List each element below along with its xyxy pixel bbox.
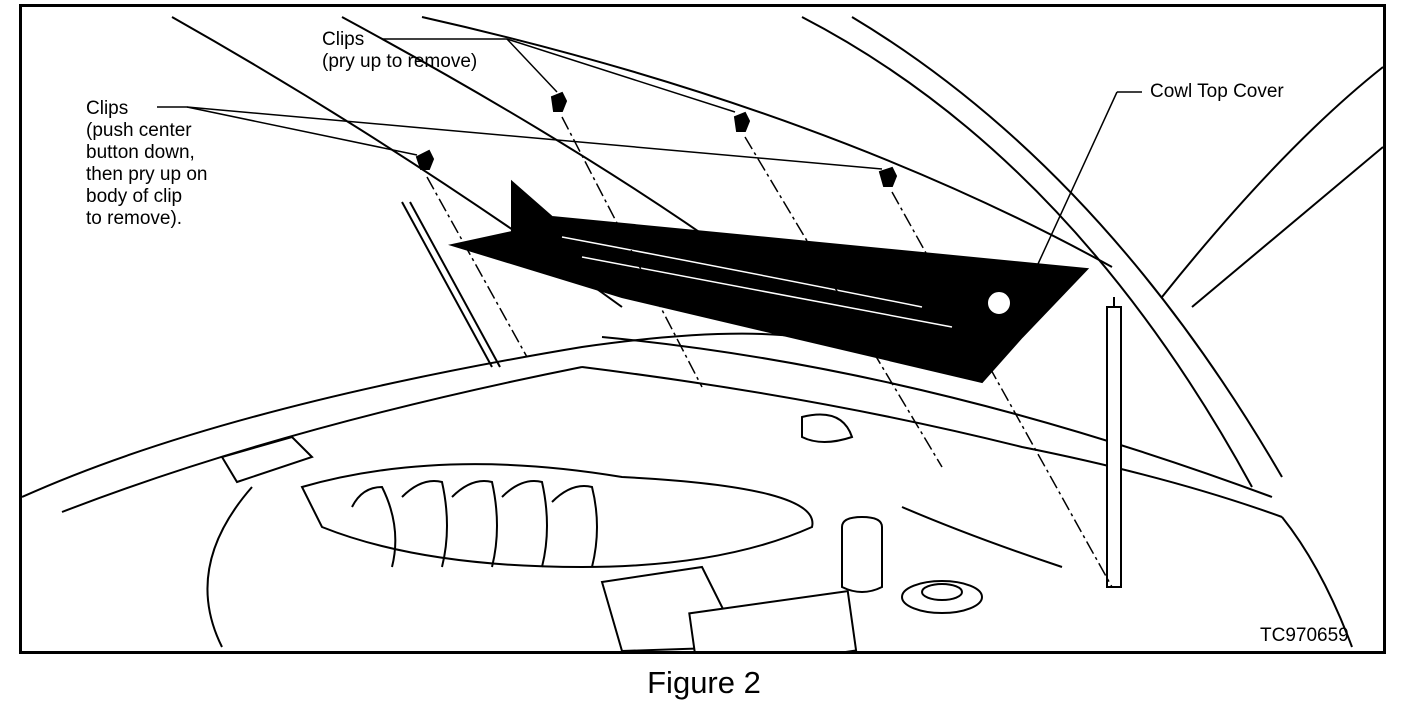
figure-frame: Clips (pry up to remove) Clips (push cen…: [19, 4, 1386, 654]
engine-bay-illustration: [22, 16, 1383, 651]
cowl-top-cover: [448, 179, 1090, 384]
engine-components: [206, 413, 1063, 651]
figure-code: TC970659: [1260, 625, 1349, 646]
clip-guide-lines: [426, 116, 1113, 588]
battery: [688, 589, 858, 651]
clips-left-label: Clips (push center button down, then pry…: [86, 98, 208, 229]
clip-icon: [415, 149, 435, 170]
cowl-top-cover-label: Cowl Top Cover: [1150, 81, 1284, 102]
gas-strut: [1106, 297, 1122, 588]
clip-icon: [550, 91, 568, 112]
clip-icon: [733, 111, 751, 132]
intake-manifold: [300, 463, 814, 569]
hood-prop-rod: [401, 201, 501, 368]
leader-lines: [157, 38, 1142, 278]
strut-tower: [901, 580, 983, 614]
clip-icons: [415, 91, 898, 187]
clip-icon: [878, 166, 898, 187]
fluid-reservoir: [841, 515, 883, 593]
clips-top-label: Clips (pry up to remove): [322, 29, 478, 72]
figure-caption: Figure 2: [647, 665, 761, 700]
body-lines: [22, 332, 1353, 648]
